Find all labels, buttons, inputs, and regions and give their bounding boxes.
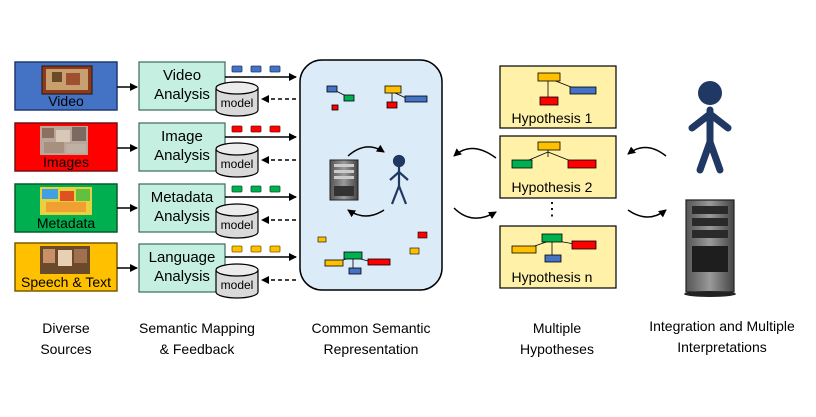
speech-thumbnail-icon (40, 246, 90, 274)
source-video: Video (14, 61, 118, 111)
svg-text:Representation: Representation (324, 341, 419, 357)
model-label: model (221, 96, 254, 110)
stage-label-mapping: Semantic Mapping & Feedback (139, 320, 255, 357)
stage-label-representation: Common Semantic Representation (311, 320, 430, 357)
analysis-language: Language Analysis (138, 243, 226, 293)
images-thumbnail-icon (40, 126, 88, 155)
analysis-label-line2: Analysis (154, 147, 210, 164)
token-row-red (231, 125, 281, 133)
analysis-label-line2: Analysis (154, 86, 210, 103)
hypothesis-1: Hypothesis 1 (499, 65, 617, 129)
person-icon (688, 81, 732, 174)
svg-text:Interpretations: Interpretations (677, 339, 767, 355)
source-arrows (117, 83, 138, 272)
hypothesis-label: Hypothesis 2 (512, 179, 593, 195)
token-row-blue (231, 65, 281, 73)
stage-label-hypotheses: Multiple Hypotheses (520, 320, 594, 357)
common-representation-panel (299, 59, 443, 291)
hypothesis-label: Hypothesis n (512, 269, 593, 285)
integration-cycle-arrows (627, 146, 667, 218)
analysis-metadata: Metadata Analysis (138, 183, 226, 233)
token-row-green (231, 185, 281, 193)
svg-text:Diverse: Diverse (42, 320, 90, 336)
svg-text:Hypotheses: Hypotheses (520, 341, 594, 357)
analysis-image: Image Analysis (138, 122, 226, 172)
server-icon (684, 199, 736, 297)
analysis-label-line1: Language (149, 249, 216, 266)
source-speech-text: Speech & Text (14, 242, 118, 292)
analysis-label-line1: Video (163, 67, 201, 84)
svg-text:Common Semantic: Common Semantic (311, 320, 430, 336)
hypothesis-2: Hypothesis 2 (499, 135, 617, 199)
source-label-speech-text: Speech & Text (21, 274, 111, 290)
feedback-cycle-arrows (347, 144, 385, 218)
hypothesis-cycle-arrows (453, 147, 497, 219)
source-images: Images (14, 122, 118, 172)
svg-text:& Feedback: & Feedback (160, 341, 236, 357)
model-cylinder-3: model (215, 203, 259, 239)
person-icon (389, 154, 409, 205)
hypothesis-label: Hypothesis 1 (512, 110, 593, 126)
svg-text:Semantic Mapping: Semantic Mapping (139, 320, 255, 336)
source-metadata: Metadata (14, 183, 118, 233)
mini-graph (326, 85, 355, 111)
svg-text:Multiple: Multiple (533, 320, 581, 336)
scattered-tokens (317, 231, 428, 255)
mapping-arrows (225, 73, 297, 284)
metadata-thumbnail-icon (40, 187, 92, 215)
analysis-label-line2: Analysis (154, 208, 210, 225)
source-label-images: Images (43, 154, 89, 170)
source-label-metadata: Metadata (37, 215, 96, 231)
stage-label-integration: Integration and Multiple Interpretations (649, 318, 795, 355)
token-row-yellow (231, 245, 281, 253)
hypothesis-n: Hypothesis n (499, 225, 617, 289)
svg-text:Sources: Sources (40, 341, 91, 357)
svg-text:Integration and Multiple: Integration and Multiple (649, 318, 795, 334)
mini-graph (324, 251, 391, 275)
stage-label-sources: Diverse Sources (40, 320, 91, 357)
video-thumbnail-icon (41, 65, 93, 95)
model-label: model (221, 218, 254, 232)
server-icon (329, 159, 359, 201)
model-label: model (221, 157, 254, 171)
analysis-label-line1: Image (161, 128, 203, 145)
hypothesis-ellipsis: ⋮ (543, 199, 561, 219)
analysis-label-line2: Analysis (154, 268, 210, 285)
analysis-label-line1: Metadata (151, 189, 214, 206)
model-label: model (221, 278, 254, 292)
model-cylinder-1: model (215, 81, 259, 117)
source-label-video: Video (48, 93, 84, 109)
mini-graph (384, 85, 428, 109)
analysis-video: Video Analysis (138, 61, 226, 111)
model-cylinder-2: model (215, 142, 259, 178)
model-cylinder-4: model (215, 263, 259, 299)
